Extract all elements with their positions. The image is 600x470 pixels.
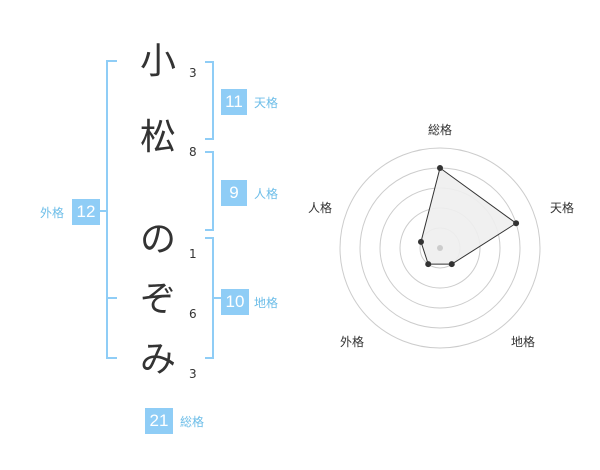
gaikaku-value: 12 bbox=[72, 199, 100, 225]
name-char-5: み bbox=[139, 339, 176, 380]
radar-point-4 bbox=[417, 238, 424, 245]
jinkaku-bracket bbox=[205, 151, 214, 231]
chikaku-label: 地格 bbox=[254, 296, 279, 310]
chikaku-value: 10 bbox=[221, 289, 249, 315]
gaikaku-bracket bbox=[106, 60, 117, 359]
radar-axis-label-jinkaku: 人格 bbox=[308, 201, 333, 215]
radar-ring bbox=[339, 147, 541, 349]
stroke-count-3: 1 bbox=[189, 247, 197, 261]
tenkaku-label: 天格 bbox=[254, 96, 279, 110]
stroke-count-2: 8 bbox=[189, 145, 197, 159]
stroke-count-1: 3 bbox=[189, 66, 197, 80]
radar-center-dot bbox=[437, 245, 443, 251]
radar-axis-label-chikaku: 地格 bbox=[511, 335, 536, 349]
name-char-4: ぞ bbox=[139, 279, 176, 320]
soukaku-value: 21 bbox=[145, 408, 173, 434]
jinkaku-value: 9 bbox=[221, 180, 247, 206]
jinkaku-label: 人格 bbox=[254, 187, 279, 201]
radar-point-2 bbox=[448, 261, 455, 268]
soukaku-label: 総格 bbox=[180, 415, 205, 429]
radar-point-1 bbox=[513, 220, 520, 227]
radar-series-polygon bbox=[420, 167, 517, 265]
radar-axis-label-soukaku: 総格 bbox=[428, 123, 453, 137]
stroke-count-5: 3 bbox=[189, 367, 197, 381]
tenkaku-bracket bbox=[205, 61, 214, 140]
name-char-1: 小 bbox=[139, 41, 176, 82]
tenkaku-value: 11 bbox=[221, 89, 247, 115]
radar-point-3 bbox=[425, 261, 432, 268]
stroke-count-4: 6 bbox=[189, 307, 197, 321]
radar-axis-label-tenkaku: 天格 bbox=[550, 201, 575, 215]
name-char-3: の bbox=[139, 219, 176, 260]
radar-point-0 bbox=[437, 165, 443, 171]
radar-axis-label-gaikaku: 外格 bbox=[340, 335, 365, 349]
name-char-2: 松 bbox=[139, 117, 176, 158]
gaikaku-label: 外格 bbox=[40, 206, 65, 220]
